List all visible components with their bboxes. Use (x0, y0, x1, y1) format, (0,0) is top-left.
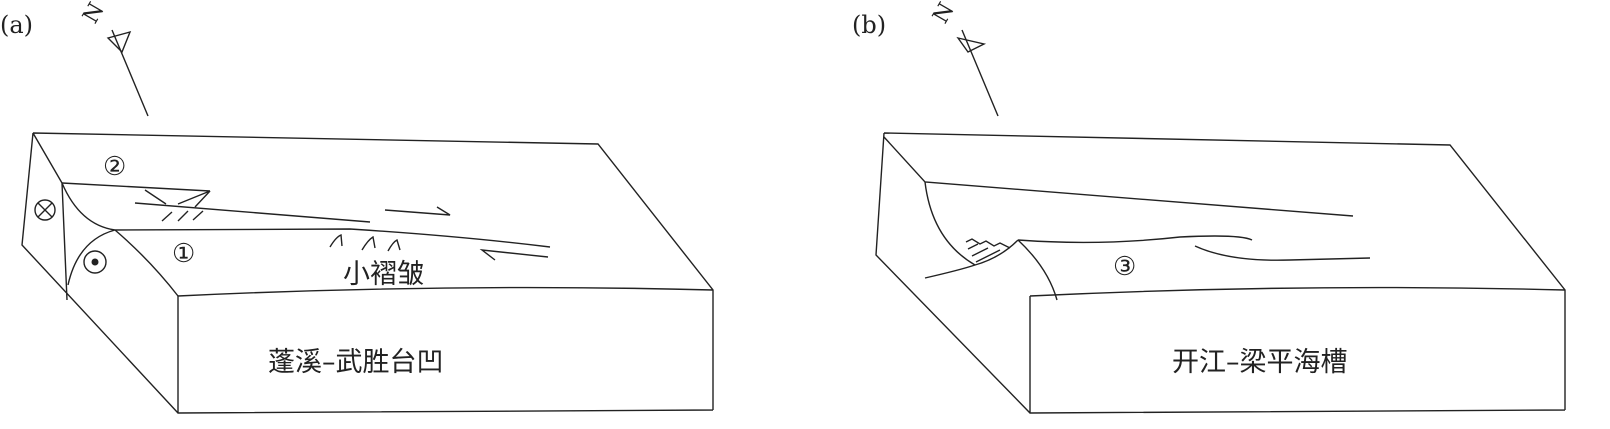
fault-3-label: ③ (1113, 252, 1136, 282)
north-arrow-icon: N (928, 0, 999, 117)
minor-folds-label: 小褶皱 (343, 259, 424, 290)
fault-1-label: ① (172, 239, 195, 269)
block-outline (875, 132, 1566, 414)
panel-b-label: (b) (852, 11, 886, 39)
out-of-page-icon (83, 250, 107, 274)
north-label: N (78, 0, 109, 28)
minor-fold-symbols (329, 234, 401, 252)
fault-surfaces (32, 132, 179, 301)
block-b-name: 开江–梁平海槽 (1172, 347, 1348, 378)
north-arrow-icon: N (78, 0, 149, 117)
fault-2-label: ② (103, 152, 126, 182)
into-page-icon (34, 199, 56, 221)
panel-a: (a) N ② ① 小褶皱 蓬溪–武胜台凹 (0, 0, 714, 414)
fault-traces (883, 136, 1371, 301)
shear-arrows-icon (384, 206, 549, 261)
panel-b: (b) N ③ 开江–梁平海槽 (852, 0, 1566, 414)
block-outline (21, 132, 714, 414)
north-label: N (928, 0, 959, 28)
fault-traces (61, 182, 551, 248)
stepped-blocks (965, 238, 1011, 263)
en-echelon-fractures (144, 189, 211, 222)
panel-a-label: (a) (0, 11, 33, 39)
block-a-name: 蓬溪–武胜台凹 (268, 347, 444, 378)
